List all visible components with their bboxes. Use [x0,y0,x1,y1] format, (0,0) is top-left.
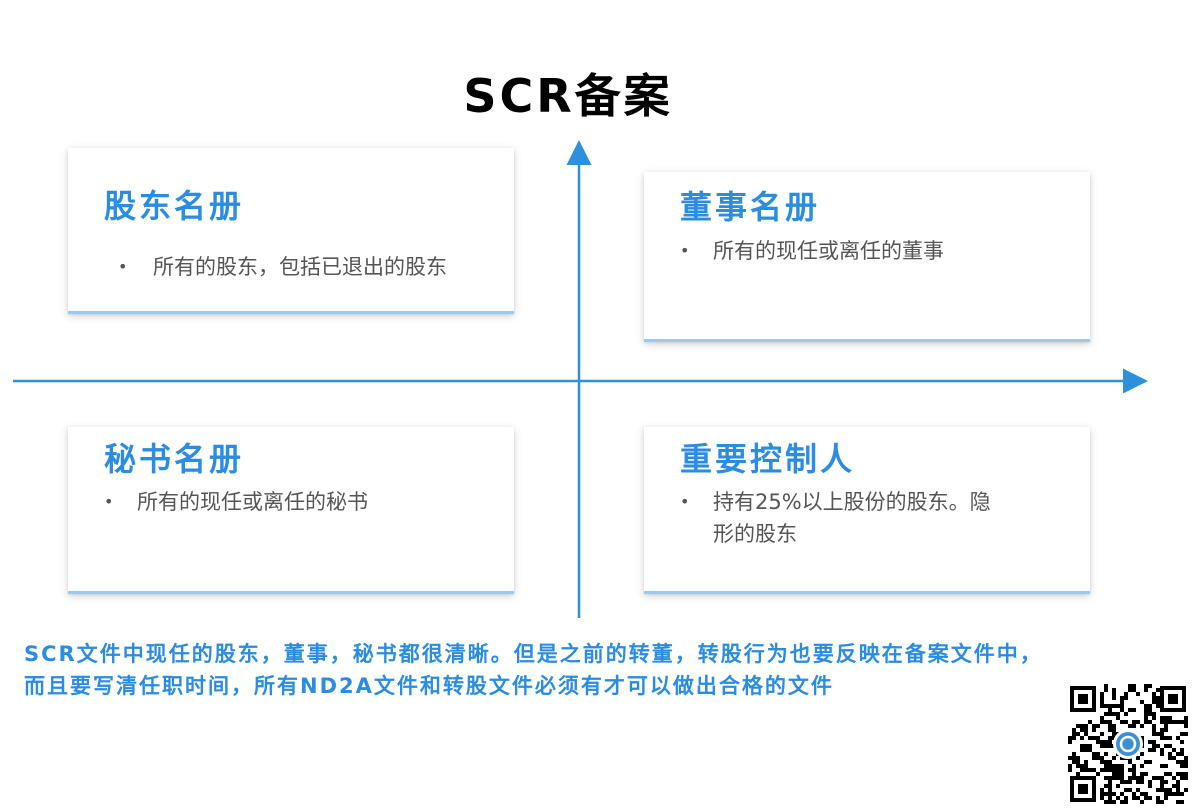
card-bullet: 所有的现任或离任的董事 [713,239,944,263]
bullet-dot-icon: • [104,492,114,511]
card-bullet: 所有的现任或离任的秘书 [137,490,368,514]
bullet-dot-icon: • [680,492,690,511]
director-register-card: 董事名册 • 所有的现任或离任的董事 [644,172,1090,342]
secretary-register-card: 秘书名册 • 所有的现任或离任的秘书 [68,427,514,594]
card-title: 重要控制人 [680,440,856,478]
page-title: SCR备案 [463,69,673,123]
card-title: 董事名册 [680,188,821,226]
significant-controller-card: 重要控制人 • 持有25%以上股份的股东。隐 形的股东 [644,427,1090,594]
card-bullet: 所有的股东，包括已退出的股东 [153,255,447,279]
bullet-dot-icon: • [118,257,128,276]
bullet-dot-icon: • [680,241,690,260]
qr-code-icon [1068,684,1188,804]
explanation-note: SCR文件中现任的股东，董事，秘书都很清晰。但是之前的转董，转股行为也要反映在备… [24,638,1189,702]
card-title: 股东名册 [104,187,245,225]
card-title: 秘书名册 [104,440,245,478]
card-bullet-line1: 持有25%以上股份的股东。隐 [713,490,991,514]
note-line-1: SCR文件中现任的股东，董事，秘书都很清晰。但是之前的转董，转股行为也要反映在备… [24,642,1043,666]
card-bullet-line2: 形的股东 [713,522,797,546]
note-line-2: 而且要写清任职时间，所有ND2A文件和转股文件必须有才可以做出合格的文件 [24,674,834,698]
shareholder-register-card: 股东名册 • 所有的股东，包括已退出的股东 [68,148,514,314]
